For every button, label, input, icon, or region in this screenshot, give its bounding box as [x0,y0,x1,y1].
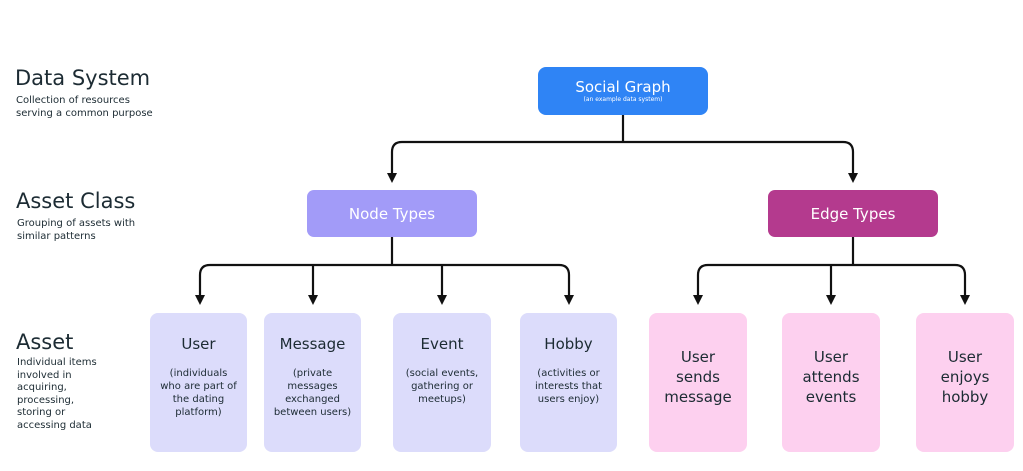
class-edge-types: Edge Types [768,190,938,237]
root-social-graph: Social Graph (an example data system) [538,67,708,115]
level-desc-asset-class: Grouping of assets with similar patterns [17,218,136,242]
asset-event: Event (social events, gathering or meetu… [393,313,491,452]
root-subtitle: (an example data system) [583,96,663,103]
level-title-asset: Asset [16,330,74,354]
asset-user-enjoys-hobby: User enjoys hobby [916,313,1014,452]
connector-to-user-sends [693,263,853,305]
asset-desc: (private messages exchanged between user… [273,368,352,418]
asset-title: Hobby [544,335,593,353]
class-node-types: Node Types [307,190,477,237]
level-title-data-system: Data System [15,66,151,90]
level-title-asset-class: Asset Class [16,189,136,213]
asset-user-sends-message: User sends message [649,313,747,452]
asset-edge-label: User enjoys hobby [940,348,990,406]
class-edge-types-label: Edge Types [810,204,896,223]
asset-title: Message [279,335,346,353]
asset-edge-label: User attends events [802,348,860,406]
asset-desc: (individuals who are part of the dating … [160,368,237,418]
class-node-types-label: Node Types [348,204,436,223]
connector-to-hobby [392,263,574,305]
level-desc-asset: Individual items involved in acquiring, … [17,357,97,431]
asset-user: User (individuals who are part of the da… [150,313,247,452]
asset-desc: (social events, gathering or meetups) [405,368,479,405]
level-desc-data-system: Collection of resources serving a common… [16,95,153,119]
root-title: Social Graph [575,78,671,96]
asset-message: Message (private messages exchanged betw… [264,313,361,452]
asset-hobby: Hobby (activities or interests that user… [520,313,617,452]
asset-desc: (activities or interests that users enjo… [534,368,603,405]
connector-to-edge-types [623,140,858,183]
connector-to-user [195,263,392,305]
asset-edge-label: User sends message [664,348,732,406]
asset-user-attends-events: User attends events [782,313,880,452]
asset-title: Event [420,335,464,353]
connector-to-user-enjoys [853,263,970,305]
asset-title: User [181,335,216,353]
connector-to-node-types [387,140,623,183]
